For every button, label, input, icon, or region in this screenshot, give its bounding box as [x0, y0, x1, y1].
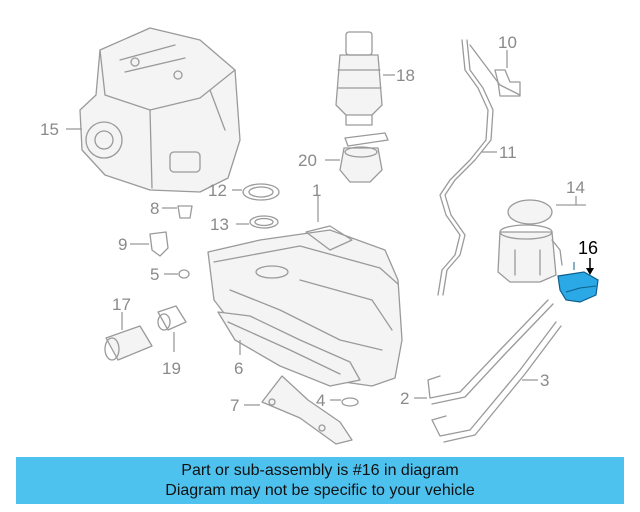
part-4-washer[interactable] — [341, 397, 359, 407]
part-1-fuel-tank[interactable] — [207, 225, 403, 387]
callout-9: 9 — [118, 235, 127, 254]
part-9-valve[interactable] — [149, 231, 169, 257]
callout-13: 13 — [210, 215, 229, 234]
callout-11: 11 — [499, 143, 517, 162]
part-11-fuel-line[interactable] — [437, 39, 521, 296]
part-14-fuel-pump[interactable] — [497, 199, 563, 283]
part-5-plug[interactable] — [178, 269, 190, 279]
part-3-strap[interactable] — [431, 321, 562, 443]
callout-7: 7 — [230, 396, 239, 415]
callout-1: 1 — [312, 181, 321, 200]
callout-4: 4 — [316, 391, 325, 410]
callout-16: 16 — [578, 238, 598, 258]
callout-17: 17 — [112, 295, 131, 314]
caption-line-1: Part or sub-assembly is #16 in diagram — [181, 461, 459, 479]
part-6-heat-shield[interactable] — [217, 311, 361, 387]
part-7-strap-bracket[interactable] — [261, 375, 353, 445]
part-2-strap[interactable] — [427, 299, 554, 405]
part-17-filter-housing[interactable] — [104, 325, 153, 361]
part-16-highlighted[interactable] — [557, 262, 599, 303]
part-12-lock-ring[interactable] — [242, 183, 280, 201]
part-8-cap[interactable] — [177, 205, 193, 219]
part-10-fitting[interactable] — [494, 69, 521, 97]
callout-6: 6 — [234, 359, 243, 378]
callout-14: 14 — [566, 178, 585, 197]
part-18-fuel-filter[interactable] — [335, 31, 383, 126]
part-15-injection-pump[interactable] — [79, 27, 241, 193]
parts-diagram: 15 18 20 10 11 14 — [40, 27, 599, 445]
callout-10: 10 — [498, 33, 517, 52]
part-13-seal[interactable] — [249, 215, 279, 229]
callout-12: 12 — [208, 181, 227, 200]
callout-3: 3 — [540, 371, 549, 390]
callout-20: 20 — [298, 151, 317, 170]
callout-8: 8 — [150, 199, 159, 218]
callout-5: 5 — [150, 265, 159, 284]
caption-banner: Part or sub-assembly is #16 in diagram D… — [16, 457, 624, 504]
callout-2: 2 — [400, 389, 409, 408]
callout-15: 15 — [40, 120, 59, 139]
part-20-filter-bracket[interactable] — [339, 132, 389, 183]
callout-18: 18 — [396, 66, 415, 85]
part-19-clamp[interactable] — [157, 305, 187, 331]
caption-line-2: Diagram may not be specific to your vehi… — [165, 481, 475, 499]
callout-19: 19 — [162, 359, 181, 378]
